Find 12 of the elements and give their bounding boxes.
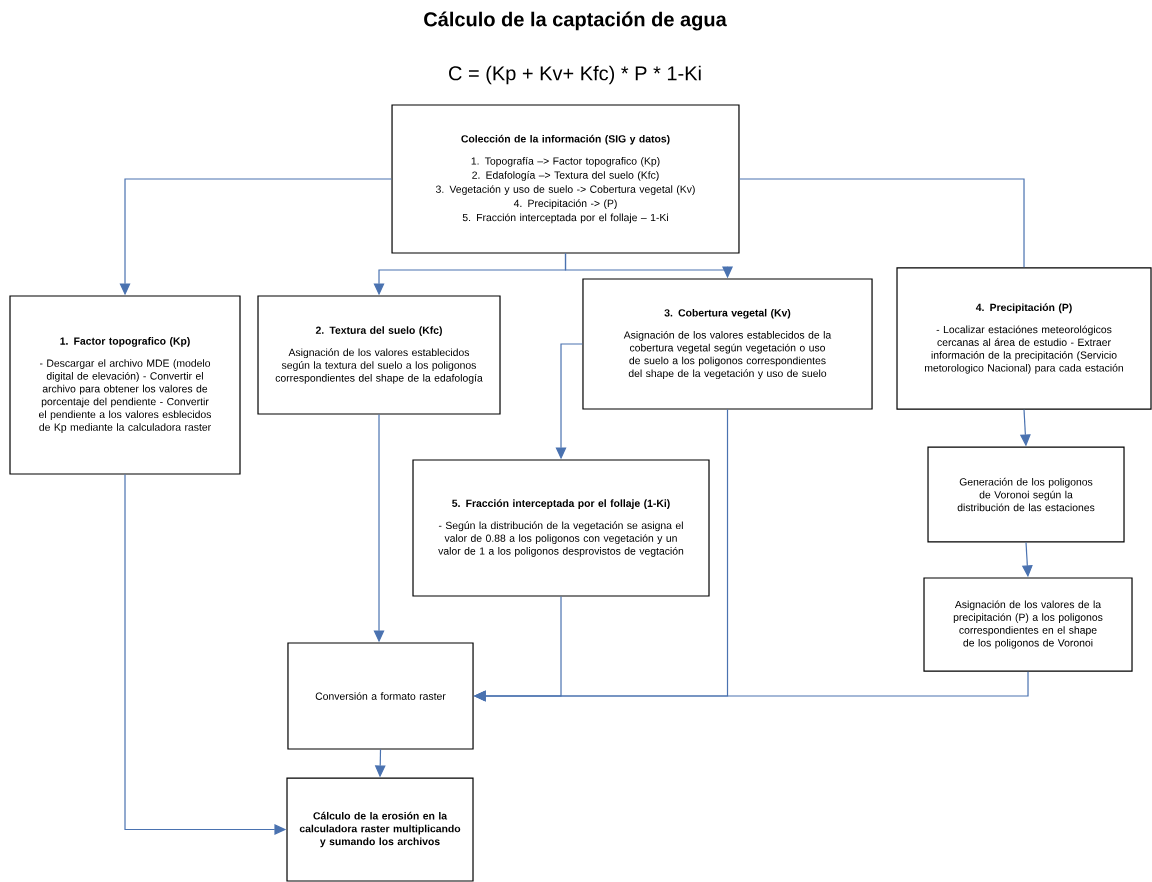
process-box: Asignación de los valores de la precipitación (P) a los poligonos correspondientes en el shape de los poligonos de Voronoi [923,577,1133,672]
process-box: 3. Cobertura vegetal (Kv) Asignación de los valores establecidos de la cobertura vegetal según vegetación o uso de suelo a los poligonos correspondientes del shape de la vegetación y uso de suelo [582,278,873,410]
formula-text: C = (Kp + Kv+ Kfc) * P * 1-Ki [449,65,701,85]
title: Cálculo de la captación de agua [424,11,727,31]
process-box: Conversión a formato raster [287,642,474,750]
process-box: 1. Factor topografico (Kp) - Descargar el archivo MDE (modelo digital de elevación) - Convertir el archivo para obtener los valores de porcentaje del pendiente - Convertir el pendiente a los valores esblecidos de Kp mediante la calculadora raster [9,295,241,475]
process-box: 4. Precipitación (P) - Localizar estaciónes meteorológicos cercanas al área de estudio - Extraer información de la precipitación (Servicio metorologico Nacional) para cada estación [896,267,1152,410]
process-box: Colección de la información (SIG y datos) 1. Topografía –> Factor topografico (Kp) 2. Edafología –> Textura del suelo (Kfc) 3. Vegetación y uso de suelo -> Cobertura vegetal (Kv) 4. Precipitación -> (P) 5. Fracción interceptada por el follaje – 1-Ki [391,104,740,254]
process-box: 5. Fracción interceptada por el follaje (1-Ki) - Según la distribución de la vegetación se asigna el valor de 0.88 a los poligonos con vegetación y un valor de 1 a los poligonos desprovistos de vegtación [412,459,710,597]
process-box: 2. Textura del suelo (Kfc) Asignación de los valores establecidos según la textura del suelo a los poligonos correspondientes del shape de la edafología [257,295,501,415]
process-box: Cálculo de la erosión en la calculadora raster multiplicando y sumando los archivos [286,777,474,882]
process-box: Generación de los poligonos de Voronoi según la distribución de las estaciones [927,446,1125,543]
